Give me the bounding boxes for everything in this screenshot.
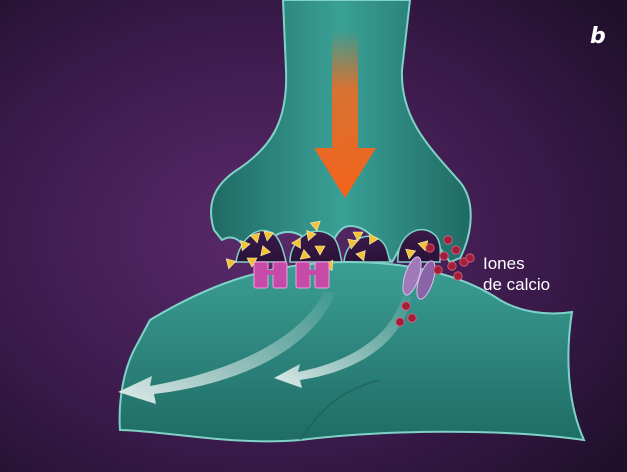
calcium-label-line2: de calcio xyxy=(483,274,550,295)
calcium-ion xyxy=(466,254,474,262)
calcium-label-line1: Iones xyxy=(483,253,550,274)
receptor-link xyxy=(308,270,317,275)
calcium-ion xyxy=(454,272,462,280)
calcium-ion xyxy=(408,314,416,322)
receptor xyxy=(273,262,287,288)
calcium-ions-label: Iones de calcio xyxy=(483,253,550,295)
calcium-ion xyxy=(448,262,456,270)
receptor xyxy=(315,262,329,288)
calcium-ion xyxy=(452,246,460,254)
receptor-link xyxy=(266,270,275,275)
receptor xyxy=(296,262,310,288)
calcium-ion xyxy=(440,252,448,260)
calcium-ion xyxy=(402,302,410,310)
calcium-ion xyxy=(396,318,404,326)
calcium-ion xyxy=(444,236,452,244)
receptor xyxy=(254,262,268,288)
panel-letter: b xyxy=(590,26,606,48)
calcium-ion xyxy=(434,266,442,274)
calcium-ion xyxy=(426,244,434,252)
